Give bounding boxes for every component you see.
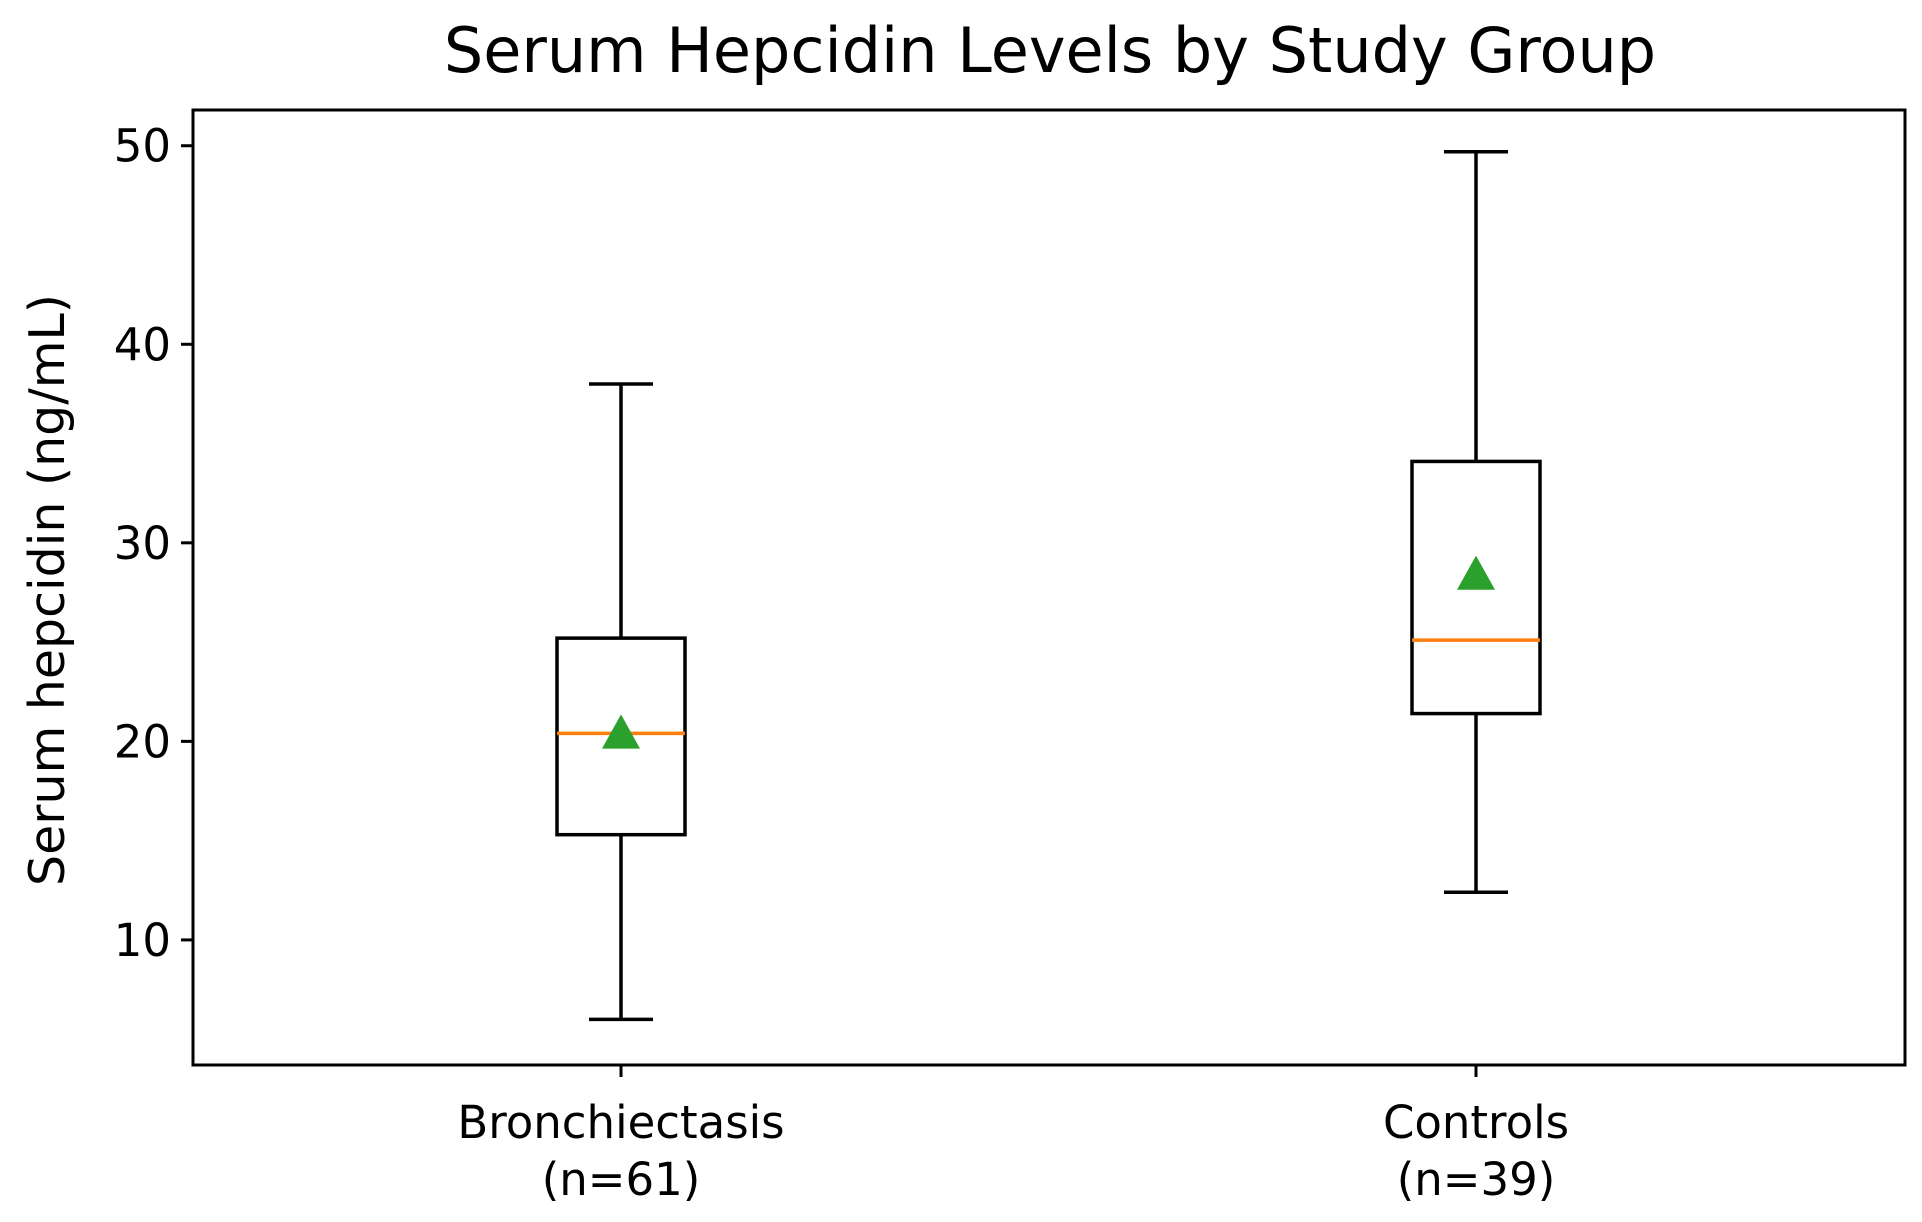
- y-tick-label: 40: [114, 318, 171, 371]
- y-tick-label: 10: [114, 914, 171, 967]
- x-tick-label-count: (n=61): [542, 1153, 701, 1206]
- iqr-box: [1410, 459, 1542, 716]
- y-tick-label: 20: [114, 715, 171, 768]
- x-tick-label: Controls: [1383, 1096, 1569, 1149]
- y-axis-label: Serum hepcidin (ng/mL): [19, 294, 76, 886]
- mean-marker: [602, 714, 640, 749]
- plot-frame: [191, 108, 1907, 1067]
- x-tick-label: Bronchiectasis: [457, 1096, 784, 1149]
- box-group: [555, 382, 687, 1022]
- y-tick-label: 30: [114, 517, 171, 570]
- box-group: [1410, 149, 1542, 895]
- mean-marker: [1457, 555, 1495, 590]
- iqr-box: [555, 636, 687, 837]
- y-tick-label: 50: [114, 120, 171, 173]
- x-tick-label-count: (n=39): [1397, 1153, 1556, 1206]
- chart-title: Serum Hepcidin Levels by Study Group: [444, 14, 1656, 87]
